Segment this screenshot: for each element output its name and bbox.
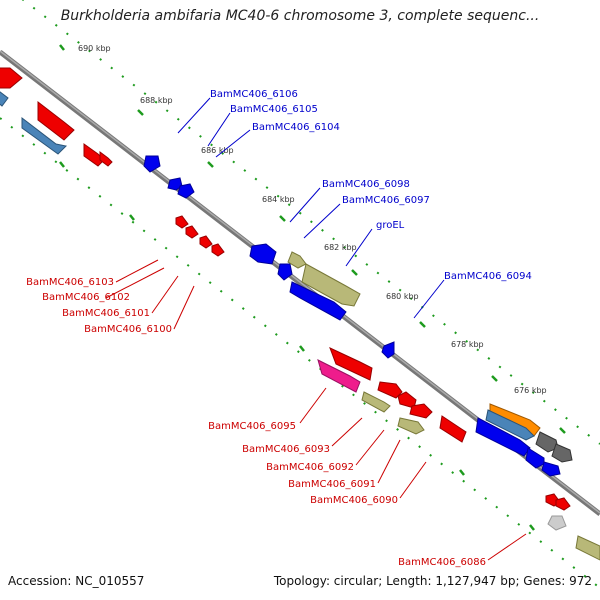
- gene-feature: [37, 100, 75, 141]
- gene-feature: [175, 215, 189, 229]
- gene-feature: [301, 263, 361, 307]
- gene-feature: [211, 243, 225, 257]
- tick-label: 682 kbp: [324, 243, 357, 252]
- gene-features-reverse-small[interactable]: [175, 215, 225, 257]
- gene-feature: [397, 391, 417, 409]
- gene-feature: [21, 116, 68, 155]
- forward-labels[interactable]: BamMC406_6106 BamMC406_6105 BamMC406_610…: [210, 89, 532, 282]
- gene-feature: [177, 183, 195, 199]
- gene-feature: [551, 443, 573, 463]
- gene-label: BamMC406_6086: [398, 557, 486, 568]
- gene-feature: [541, 461, 561, 477]
- gene-feature: [0, 67, 23, 89]
- gene-label: BamMC406_6097: [342, 195, 430, 206]
- genome-summary: Topology: circular; Length: 1,127,947 bp…: [273, 574, 592, 588]
- gene-label: BamMC406_6102: [42, 292, 130, 303]
- tick-label: 688 kbp: [140, 96, 173, 105]
- gene-feature: [199, 235, 213, 249]
- gene-label: BamMC406_6103: [26, 277, 114, 288]
- gene-label: BamMC406_6105: [230, 104, 318, 115]
- gene-feature: [143, 155, 161, 173]
- gene-feature: [289, 281, 347, 321]
- gene-label: BamMC406_6090: [310, 495, 398, 506]
- tick-label: 684 kbp: [262, 195, 295, 204]
- gene-features-top[interactable]: [0, 67, 195, 199]
- gene-feature: [185, 225, 199, 239]
- gene-label: BamMC406_6094: [444, 271, 532, 282]
- gene-feature: [575, 535, 600, 561]
- gene-label: BamMC406_6095: [208, 421, 296, 432]
- tick-label: 686 kbp: [201, 146, 234, 155]
- gene-feature: [555, 497, 571, 511]
- gene-feature: [361, 391, 391, 413]
- gene-label: BamMC406_6100: [84, 324, 172, 335]
- gene-feature: [397, 417, 425, 435]
- forward-leaders: [177, 97, 445, 319]
- tick-label: 678 kbp: [451, 340, 484, 349]
- accession-text: Accession: NC_010557: [8, 574, 145, 588]
- map-title: Burkholderia ambifaria MC40-6 chromosome…: [60, 8, 540, 24]
- reverse-leaders: [105, 259, 527, 561]
- gene-label: BamMC406_6093: [242, 444, 330, 455]
- gene-feature: [525, 447, 545, 469]
- gene-label: BamMC406_6106: [210, 89, 298, 100]
- tick-label: 680 kbp: [386, 292, 419, 301]
- gene-feature: [0, 91, 9, 107]
- gene-label: BamMC406_6092: [266, 462, 354, 473]
- gene-feature: [317, 359, 361, 393]
- gene-label: BamMC406_6091: [288, 479, 376, 490]
- gene-label: BamMC406_6101: [62, 308, 150, 319]
- gene-feature: [287, 251, 307, 269]
- gene-feature: [249, 243, 277, 265]
- tick-labels: 690 kbp 688 kbp 686 kbp 684 kbp 682 kbp …: [78, 44, 547, 395]
- tick-label: 676 kbp: [514, 386, 547, 395]
- gene-label: BamMC406_6104: [252, 122, 340, 133]
- reverse-labels[interactable]: BamMC406_6103 BamMC406_6102 BamMC406_610…: [26, 277, 486, 568]
- gene-feature: [83, 143, 105, 167]
- gene-feature: [329, 347, 373, 381]
- gene-feature: [485, 409, 535, 441]
- gene-feature: [439, 415, 467, 443]
- gene-feature: [535, 431, 559, 453]
- gene-features-lower[interactable]: [317, 347, 467, 443]
- gene-feature: [547, 515, 567, 531]
- gene-label: BamMC406_6098: [322, 179, 410, 190]
- gene-feature: [409, 403, 433, 419]
- gene-features-right[interactable]: [475, 403, 600, 561]
- gene-label: groEL: [376, 220, 405, 231]
- gene-features-mid[interactable]: [249, 243, 395, 359]
- tick-label: 690 kbp: [78, 44, 111, 53]
- gene-feature: [277, 263, 293, 281]
- gene-feature: [381, 341, 395, 359]
- gene-feature: [99, 151, 113, 167]
